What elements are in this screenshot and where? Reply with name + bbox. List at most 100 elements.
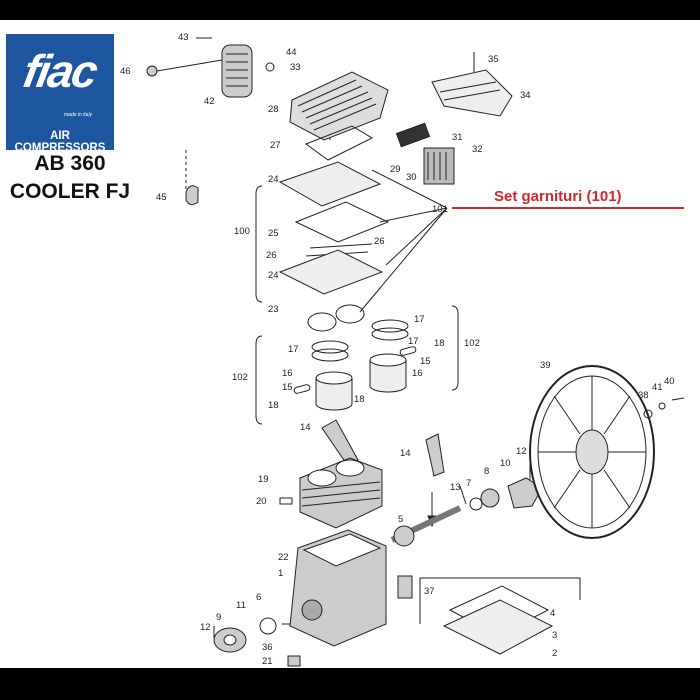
leader-101-c — [385, 207, 448, 266]
plug-37 — [397, 575, 413, 599]
plug-46 — [146, 65, 158, 77]
oil-sump-3 — [442, 599, 554, 655]
part-label: 24 — [268, 174, 279, 185]
piston-16-left-top — [315, 371, 353, 385]
flywheel-spokes — [538, 376, 646, 528]
pin-13 — [459, 485, 467, 505]
part-label: 1 — [278, 568, 283, 579]
part-label: 10 — [500, 458, 511, 469]
part-label: 7 — [466, 478, 471, 489]
cover-10 — [507, 477, 543, 509]
part-label: 101 — [432, 204, 448, 215]
bracket-102-left — [255, 335, 263, 425]
pin-15-right — [399, 346, 417, 356]
piston-16-left — [315, 378, 353, 411]
part-label: 13 — [450, 482, 461, 493]
crankcase-bore — [301, 599, 323, 621]
part-label: 23 — [268, 304, 279, 315]
part-label: 36 — [262, 642, 273, 653]
elbow-45 — [185, 185, 199, 206]
part-label: 16 — [412, 368, 423, 379]
gasket-22 — [302, 533, 382, 567]
bore-left — [307, 469, 337, 487]
logo-subtitle: AIR COMPRESSORS — [14, 130, 106, 154]
part-label: 28 — [268, 104, 279, 115]
bolt-40 — [671, 397, 685, 401]
part-label: 15 — [282, 382, 293, 393]
bracket-102-right — [451, 305, 459, 391]
part-label: 17 — [414, 314, 425, 325]
part-label: 42 — [204, 96, 215, 107]
part-label: 18 — [268, 400, 279, 411]
sump-bracket — [419, 577, 581, 624]
gasket-27 — [304, 125, 374, 161]
seal-6 — [259, 617, 277, 635]
part-label: 30 — [406, 172, 417, 183]
bolt-20 — [279, 497, 293, 505]
part-label: 31 — [452, 132, 463, 143]
manifold-fins — [226, 53, 248, 87]
part-label: 32 — [472, 144, 483, 155]
washer-41 — [658, 402, 666, 410]
part-label: 27 — [270, 140, 281, 151]
part-label: 102 — [232, 372, 248, 383]
part-label: 6 — [256, 592, 261, 603]
flywheel-hub — [575, 429, 609, 475]
part-label: 8 — [484, 466, 489, 477]
leader-46 — [156, 59, 223, 72]
part-label: 39 — [540, 360, 551, 371]
part-label: 38 — [638, 390, 649, 401]
part-label: 40 — [664, 376, 675, 387]
bearing-8 — [480, 488, 500, 508]
part-label: 102 — [464, 338, 480, 349]
part-label: 18 — [354, 394, 365, 405]
rings-17-left-2 — [311, 348, 349, 362]
part-label: 17 — [408, 336, 419, 347]
part-label: 16 — [282, 368, 293, 379]
cylinder-fins — [301, 481, 381, 507]
part-label: 44 — [286, 47, 297, 58]
filter-box-fins — [427, 152, 447, 180]
part-label: 17 — [288, 344, 299, 355]
part-label: 35 — [488, 54, 499, 65]
part-label: 11 — [236, 600, 246, 611]
part-label: 22 — [278, 552, 289, 563]
part-number-labels: 43 44 46 33 42 35 34 28 27 29 30 31 32 4… — [120, 32, 675, 667]
part-label: 24 — [268, 270, 279, 281]
model-line-2: COOLER FJ — [9, 180, 131, 203]
part-label: 18 — [434, 338, 445, 349]
leader-101-a — [371, 169, 448, 209]
filter-29 — [395, 122, 431, 148]
piston-16-right — [369, 360, 407, 393]
cover-lines — [439, 81, 501, 101]
valve-plate-24-top — [278, 161, 382, 207]
conrod-14-right — [425, 433, 445, 477]
part-label: 29 — [390, 164, 401, 175]
part-label: 33 — [290, 62, 301, 73]
cylinder-head-28 — [289, 71, 389, 141]
pin-15-left — [293, 384, 311, 394]
valve-plate-24-bottom — [278, 249, 384, 295]
part-label: 4 — [550, 608, 555, 619]
leader-101-b — [379, 207, 448, 223]
washer-38 — [643, 409, 653, 419]
parts-drawing: 43 44 46 33 42 35 34 28 27 29 30 31 32 4… — [120, 32, 685, 667]
gasket-25 — [294, 201, 390, 243]
part-label: 100 — [234, 226, 250, 237]
cover-9-hole — [223, 634, 237, 646]
model-line-1: AB 360 — [34, 152, 106, 175]
part-label: 26 — [374, 236, 385, 247]
part-label: 9 — [216, 612, 221, 623]
washer-7 — [469, 497, 483, 511]
part-label: 5 — [398, 514, 403, 525]
part-label: 2 — [552, 648, 557, 659]
part-label: 14 — [300, 422, 311, 433]
rings-17-right — [371, 319, 409, 333]
bracket-100 — [255, 185, 263, 303]
bore-right — [335, 459, 365, 477]
piston-16-right-top — [369, 353, 407, 367]
part-label: 43 — [178, 32, 189, 43]
fiac-logo: fiac made in italy AIR COMPRESSORS — [6, 34, 114, 154]
gasket-set-label: Set garnituri (101) — [494, 188, 622, 205]
gasket-23-left — [307, 312, 337, 332]
